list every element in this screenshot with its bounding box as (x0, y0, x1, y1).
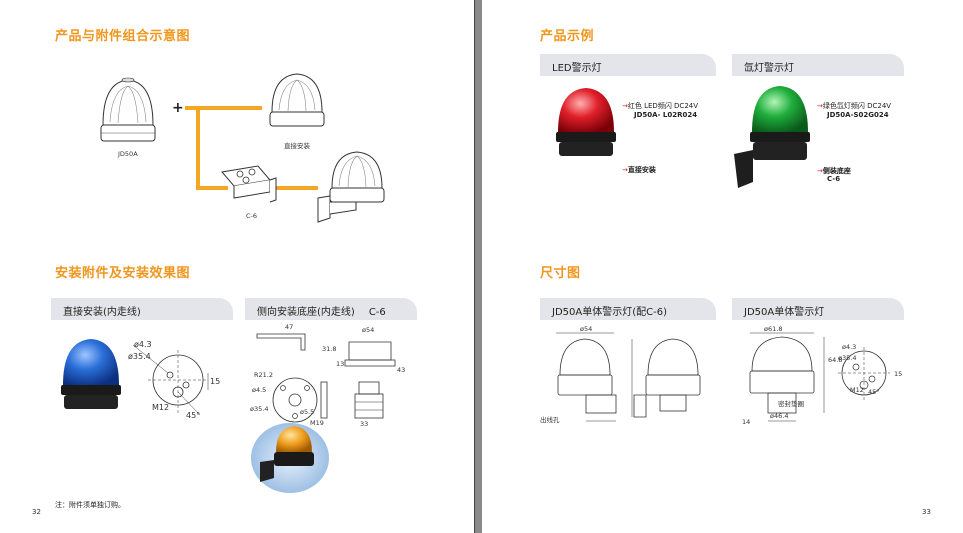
dim-47: 47 (285, 323, 294, 331)
dim-648: 64.8 (828, 356, 843, 364)
combo-diagram-title: 产品与附件组合示意图 (55, 29, 191, 44)
dim-45-left: 45° (186, 411, 201, 420)
dim-m12-left: M12 (152, 403, 170, 412)
dim-14: 14 (742, 418, 751, 426)
dim-m19: M19 (310, 419, 324, 427)
tab-xenon-label: 氙灯警示灯 (744, 63, 794, 74)
xenon-mount: →侧装底座 (817, 166, 851, 176)
seal-ring-label: 密封垫圈 (778, 400, 804, 408)
red-lamp-photo (556, 88, 616, 156)
xenon-desc-text: 绿色氙灯频闪 DC24V (822, 102, 892, 110)
dim-15-right: 15 (894, 370, 903, 378)
led-mount: →直接安装 (622, 165, 656, 175)
tab-led-label: LED警示灯 (552, 63, 602, 74)
xenon-model: JD50A-S02G024 (827, 111, 889, 119)
gutter-left-edge (474, 0, 475, 533)
jd50a-lamp-drawing (100, 77, 156, 142)
dim-d354-left: ø35.4 (128, 352, 151, 361)
dim-45-right: 45° (868, 388, 880, 396)
tab-side-mount: 侧向安装底座(内走线) C-6 (245, 298, 417, 320)
dim-13: 13 (336, 360, 345, 368)
tab-xenon: 氙灯警示灯 (732, 54, 904, 76)
amber-lamp-photo (251, 423, 329, 493)
footnote: 注：附件须单独订购。 (55, 501, 125, 509)
direct-mount-label: 直接安装 (284, 142, 310, 150)
xenon-mount-code: C-6 (827, 175, 840, 183)
arrow-xenon-desc: → (817, 102, 823, 110)
dim-15-left: 15 (210, 377, 221, 386)
page-number-left: 32 (32, 508, 41, 516)
tab-direct-mount: 直接安装(内走线) (51, 298, 233, 320)
arrow-xenon-mount: → (817, 167, 823, 175)
page-number-right: 33 (922, 508, 931, 516)
jd50a-label: JD50A (118, 150, 138, 158)
green-lamp-photo (734, 86, 810, 188)
tab-led: LED警示灯 (540, 54, 716, 76)
dim-m12-right: M12 (850, 386, 864, 394)
arrow-led-mount: → (622, 166, 628, 174)
tab-dim-c6: JD50A单体警示灯(配C-6) (540, 298, 716, 320)
dimensions-title: 尺寸图 (540, 266, 581, 281)
side-mount-lamp-drawing (317, 151, 385, 223)
arrow-led-desc: → (622, 102, 628, 110)
tab-dim-c6-label: JD50A单体警示灯(配C-6) (552, 307, 667, 318)
dim-d618: ø61.8 (764, 325, 783, 333)
led-desc: →红色 LED频闪 DC24V (622, 101, 698, 111)
xenon-desc: →绿色氙灯频闪 DC24V (817, 101, 891, 111)
accessories-title: 安装附件及安装效果图 (55, 266, 191, 281)
left-page: 产品与附件组合示意图 + (0, 0, 474, 533)
c6-bracket-drawing (221, 165, 277, 203)
tab-side-mount-code: C-6 (368, 307, 386, 318)
dim-43: 43 (397, 366, 406, 374)
examples-title: 产品示例 (540, 29, 595, 44)
xenon-mount-text: 侧装底座 (822, 167, 851, 175)
blue-lamp-photo (61, 339, 121, 409)
led-desc-text: 红色 LED频闪 DC24V (627, 102, 699, 110)
tab-side-mount-label: 侧向安装底座(内走线) (257, 307, 355, 318)
dim-d464: ø46.4 (770, 412, 789, 420)
connector-lines (185, 106, 318, 190)
cable-gland-label: 出线孔 (540, 416, 560, 424)
c6-assembly-dimension-drawing (556, 332, 701, 422)
led-model-text: JD50A- L02R024 (634, 111, 698, 119)
led-model: JD50A- L02R024 (634, 111, 697, 119)
xenon-mount-code-text: C-6 (827, 175, 841, 183)
dim-d55: ø5.5 (300, 408, 315, 416)
dim-d354-right: ø35.4 (838, 354, 857, 362)
direct-mount-dimension-drawing (132, 344, 209, 416)
dim-r212: R21.2 (254, 371, 273, 379)
tab-direct-mount-label: 直接安装(内走线) (63, 307, 141, 318)
led-mount-text: 直接安装 (627, 166, 656, 174)
dim-d54-right: ø54 (580, 325, 593, 333)
xenon-model-text: JD50A-S02G024 (827, 111, 889, 119)
c6-label: C-6 (246, 212, 258, 220)
tab-dim-single-label: JD50A单体警示灯 (744, 307, 825, 318)
dim-d354b: ø35.4 (250, 405, 269, 413)
dim-d54-left: ø54 (362, 326, 375, 334)
tab-dim-single: JD50A单体警示灯 (732, 298, 904, 320)
plus-sign: + (172, 100, 184, 116)
combination-diagram: + (100, 73, 385, 223)
dim-d43-left: ø4.3 (134, 340, 152, 349)
dim-d45: ø4.5 (252, 386, 267, 394)
c6-dimension-drawing (256, 333, 396, 423)
dim-d43-right: ø4.3 (842, 343, 857, 351)
right-page: 产品示例 LED警示灯 氙灯警示灯 →红色 LED频闪 DC24V JD50A-… (482, 0, 963, 533)
single-lamp-dimension-drawing (749, 332, 890, 422)
dim-318: 31.8 (322, 345, 337, 353)
direct-mount-lamp-drawing (269, 73, 325, 127)
dim-33: 33 (360, 420, 369, 428)
